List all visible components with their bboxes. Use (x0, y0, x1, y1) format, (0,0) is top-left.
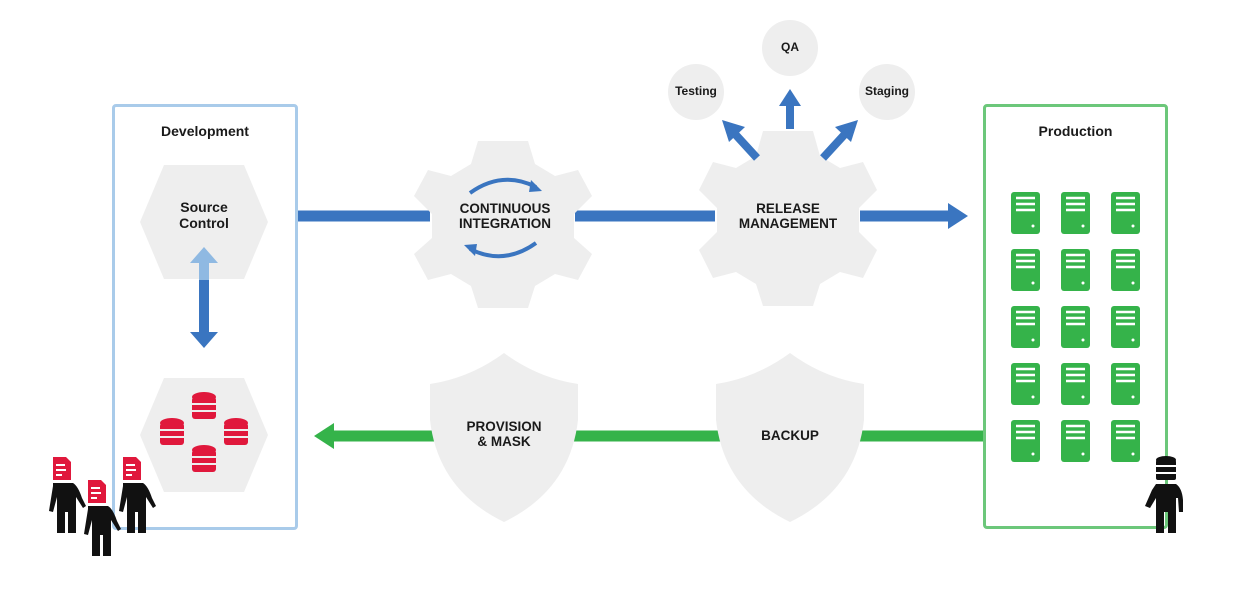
testing-label: Testing (675, 84, 717, 98)
database-icon (160, 418, 184, 445)
server-icon (1061, 249, 1090, 291)
database-icon (224, 418, 248, 445)
server-icon (1011, 249, 1040, 291)
server-icon (1061, 420, 1090, 462)
production-environment-box (983, 104, 1168, 529)
testing-circle (668, 64, 724, 120)
server-icon (1061, 306, 1090, 348)
server-icon (1111, 306, 1140, 348)
server-icon (1111, 420, 1140, 462)
flow-arrow-release-to-production (860, 203, 968, 229)
provision-label: PROVISION & MASK (440, 419, 568, 449)
flow-arrow-provision-to-dev (314, 423, 440, 449)
server-icon (1111, 192, 1140, 234)
provision-shield-shape (430, 353, 578, 522)
staging-label: Staging (865, 84, 909, 98)
source-control-line1: Source (180, 199, 228, 215)
release-line2: MANAGEMENT (738, 216, 838, 232)
ci-label: CONTINUOUS INTEGRATION (440, 201, 570, 231)
qa-circle (762, 20, 818, 76)
qa-label: QA (781, 40, 799, 54)
server-icon (1111, 363, 1140, 405)
server-icon (1011, 420, 1040, 462)
server-icon (1061, 363, 1090, 405)
sync-double-arrow (190, 247, 218, 348)
cycle-arrows-icon (464, 177, 542, 259)
ci-line1: CONTINUOUS (459, 201, 551, 216)
provision-line1: PROVISION (466, 419, 542, 434)
backup-shield-shape (716, 353, 864, 522)
developer-person-icon (49, 457, 86, 533)
source-control-line2: Control (179, 214, 229, 231)
development-environment-box (112, 104, 298, 530)
arrow-to-testing (722, 120, 760, 161)
backup-label: BACKUP (761, 428, 819, 443)
server-icon (1111, 249, 1140, 291)
database-icon (192, 392, 216, 419)
server-icon (1011, 306, 1040, 348)
release-label: RELEASE MANAGEMENT (718, 201, 858, 231)
provision-line2: & MASK (477, 434, 531, 450)
release-gear-shape (699, 131, 877, 306)
staging-circle (859, 64, 915, 120)
server-icon (1011, 192, 1040, 234)
source-control-hexagon (140, 165, 268, 279)
release-line1: RELEASE (756, 201, 820, 216)
database-hexagon (140, 378, 268, 492)
production-title: Production (1038, 123, 1113, 139)
dba-person-icon (1145, 456, 1183, 533)
developer-person-icon (84, 480, 121, 556)
server-icon (1061, 192, 1090, 234)
ci-gear-shape (414, 141, 592, 308)
server-icon (1011, 363, 1040, 405)
database-icon-bands (160, 403, 248, 465)
source-control-label: Source Control (140, 199, 268, 231)
arrow-to-qa (779, 89, 801, 129)
ci-line2: INTEGRATION (459, 216, 551, 232)
arrow-to-staging (820, 120, 858, 161)
development-title: Development (161, 123, 249, 139)
database-icon (192, 445, 216, 472)
developer-person-icon (119, 457, 156, 533)
